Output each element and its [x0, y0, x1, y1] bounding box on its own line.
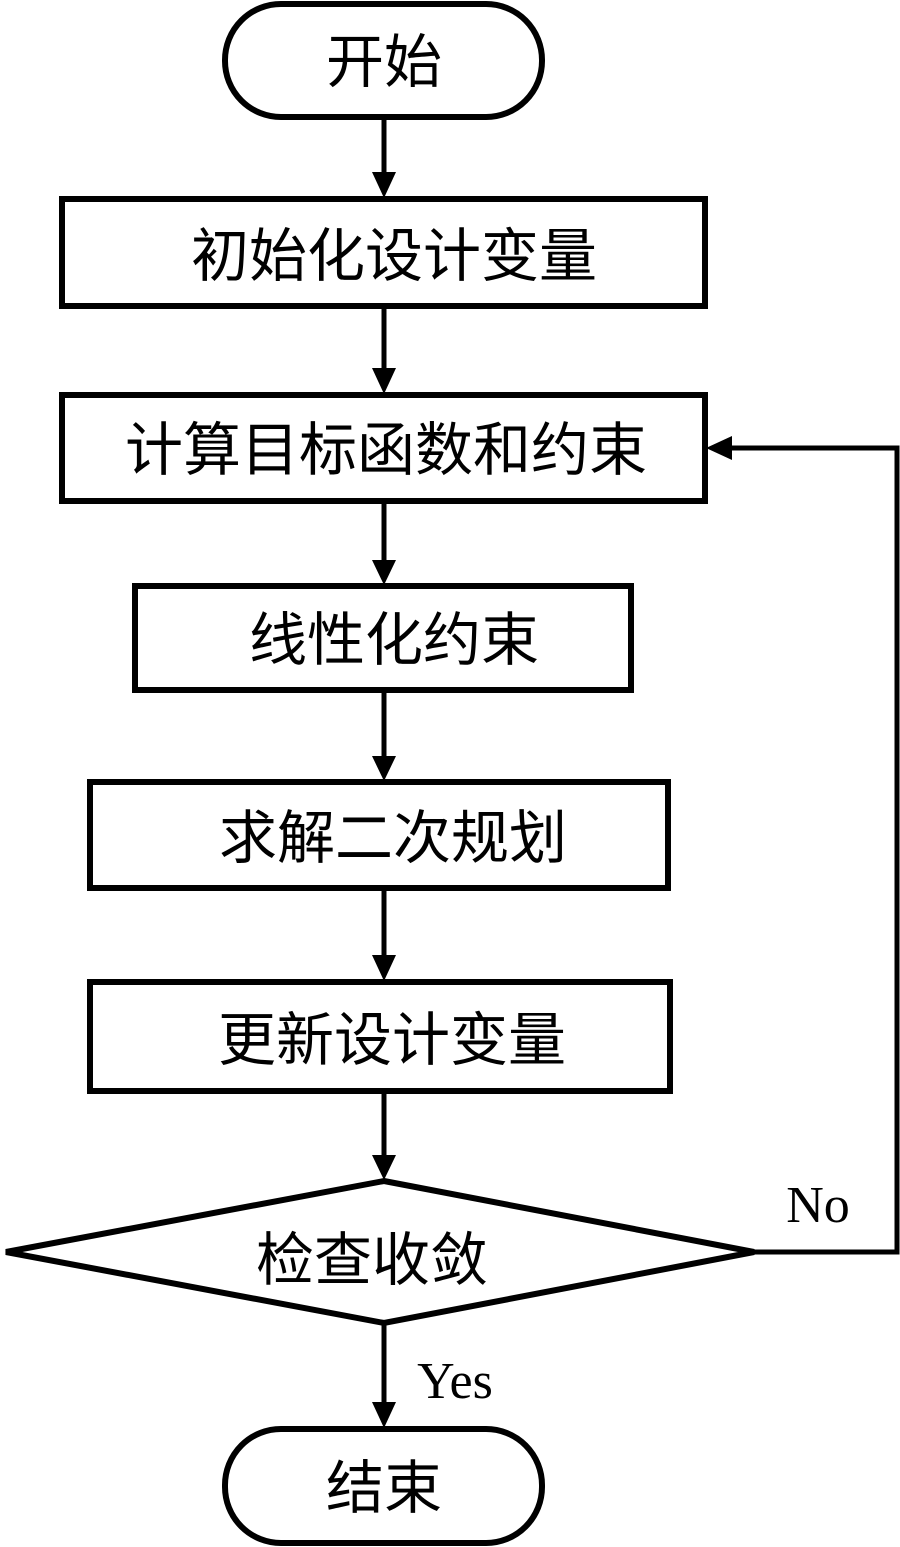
- node-check: 检查收敛: [5, 1177, 755, 1327]
- arrowhead-icon: [372, 368, 396, 394]
- node-compute: 计算目标函数和约束: [59, 392, 708, 504]
- arrowhead-icon: [372, 1155, 396, 1180]
- arrowhead-icon: [372, 560, 396, 585]
- edge-init-to-compute: [372, 307, 396, 394]
- linearize-label: 线性化约束: [249, 606, 539, 674]
- node-solve: 求解二次规划: [87, 779, 671, 891]
- arrowhead-icon: [372, 955, 396, 981]
- edge-solve-to-update: [372, 889, 396, 981]
- update-process-box: [87, 979, 673, 1094]
- node-linearize: 线性化约束: [132, 583, 634, 693]
- edge-linearize-to-solve: [372, 691, 396, 781]
- edge-start-to-init: [372, 117, 396, 198]
- yes-label: Yes: [417, 1353, 493, 1410]
- start-label: 开始: [326, 28, 442, 96]
- edge-update-to-check: [372, 1092, 396, 1180]
- compute-process-box: [59, 392, 708, 504]
- no-label: No: [786, 1177, 850, 1234]
- loop-connector-line: [732, 445, 900, 1255]
- update-label: 更新设计变量: [218, 1006, 566, 1074]
- arrowhead-icon: [372, 756, 396, 781]
- end-label: 结束: [326, 1454, 442, 1522]
- arrowhead-icon: [372, 1402, 396, 1428]
- end-terminal-shape: [222, 1426, 545, 1546]
- node-update: 更新设计变量: [87, 979, 673, 1094]
- check-decision-diamond: [5, 1177, 755, 1327]
- node-start: 开始: [222, 1, 545, 120]
- check-label: 检查收敛: [256, 1226, 488, 1294]
- linearize-process-box: [132, 583, 634, 693]
- init-process-box: [59, 196, 708, 309]
- init-label: 初始化设计变量: [191, 222, 597, 290]
- solve-process-box: [87, 779, 671, 891]
- edge-compute-to-linearize: [372, 502, 396, 585]
- node-end: 结束: [222, 1426, 545, 1546]
- arrowhead-icon: [706, 436, 732, 460]
- arrowhead-icon: [372, 172, 396, 198]
- edge-check-to-end-yes: Yes: [372, 1324, 493, 1428]
- edge-check-to-compute-no: No: [706, 436, 900, 1255]
- compute-label: 计算目标函数和约束: [125, 416, 647, 484]
- solve-label: 求解二次规划: [219, 804, 567, 872]
- node-init: 初始化设计变量: [59, 196, 708, 309]
